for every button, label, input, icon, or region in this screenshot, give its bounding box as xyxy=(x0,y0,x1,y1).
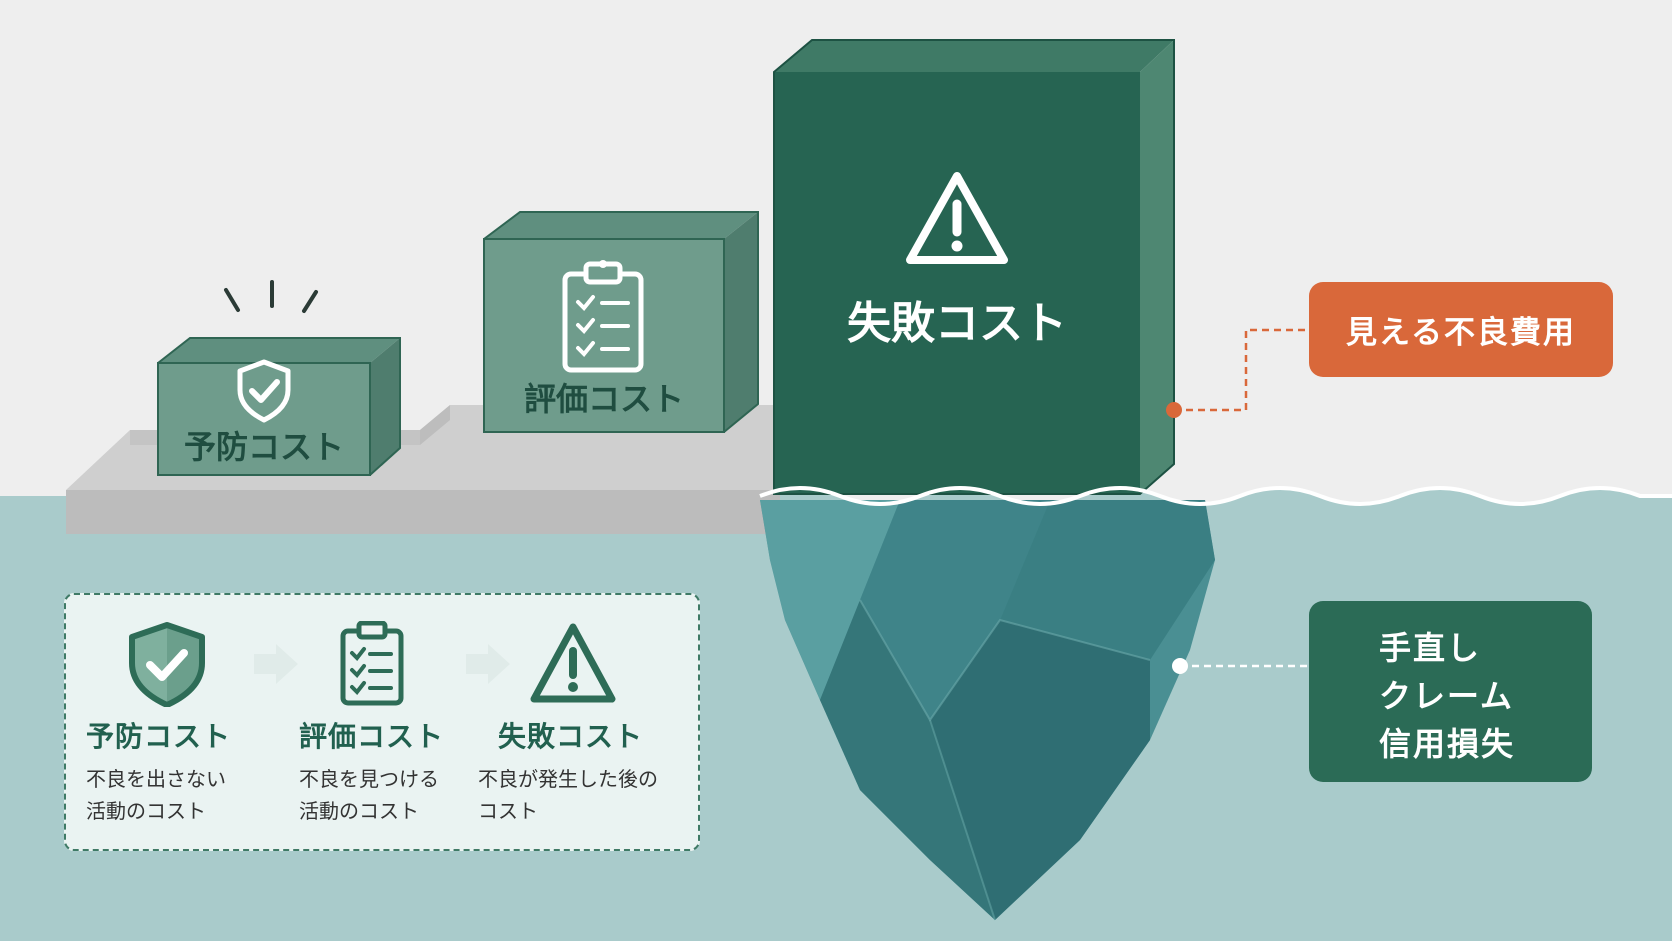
iceberg-underwater xyxy=(760,500,1215,921)
legend-desc-line: 不良を出さない xyxy=(86,767,226,791)
prevention-cost-label: 予防コスト xyxy=(184,428,344,466)
clipboard-checklist-icon xyxy=(327,620,417,707)
prevention-cost-block: 予防コスト xyxy=(157,280,401,476)
warning-triangle-icon xyxy=(528,621,618,707)
hidden-cost-connector xyxy=(1172,658,1309,674)
appraisal-cost-block: 評価コスト xyxy=(483,211,759,433)
visible-cost-callout: 見える不良費用 xyxy=(1309,282,1613,377)
failure-cost-label: 失敗コスト xyxy=(847,298,1067,349)
failure-cost-block: 失敗コスト xyxy=(773,39,1175,495)
legend-desc-line: コスト xyxy=(478,799,538,823)
hidden-cost-line: 手直し xyxy=(1379,629,1482,667)
legend-desc-line: 活動のコスト xyxy=(299,799,419,823)
shield-check-icon xyxy=(237,359,291,423)
shield-check-icon xyxy=(122,621,212,708)
visible-cost-connector xyxy=(1166,328,1309,418)
clipboard-checklist-icon xyxy=(562,260,644,373)
hidden-cost-callout: 手直し クレーム 信用損失 xyxy=(1309,601,1592,782)
legend-title: 失敗コスト xyxy=(498,720,644,753)
warning-triangle-icon xyxy=(906,172,1008,264)
waterline xyxy=(759,486,1672,506)
sparkle-lines xyxy=(224,280,318,313)
legend-description: 不良を見つける 活動のコスト xyxy=(299,763,499,827)
legend-desc-line: 不良を見つける xyxy=(299,767,439,791)
legend-description: 不良を出さない 活動のコスト xyxy=(86,763,286,827)
legend-desc-line: 不良が発生した後の xyxy=(478,767,658,791)
legend-title: 評価コスト xyxy=(299,720,445,753)
hidden-cost-line: クレーム xyxy=(1379,677,1515,715)
legend-title: 予防コスト xyxy=(86,720,232,753)
cost-legend: 予防コスト 不良を出さない 活動のコスト 評価コスト 不良を見つける 活動のコス… xyxy=(64,593,700,851)
legend-description: 不良が発生した後の コスト xyxy=(478,763,678,827)
legend-desc-line: 活動のコスト xyxy=(86,799,206,823)
appraisal-cost-label: 評価コスト xyxy=(524,380,684,418)
hidden-cost-line: 信用損失 xyxy=(1379,725,1516,763)
